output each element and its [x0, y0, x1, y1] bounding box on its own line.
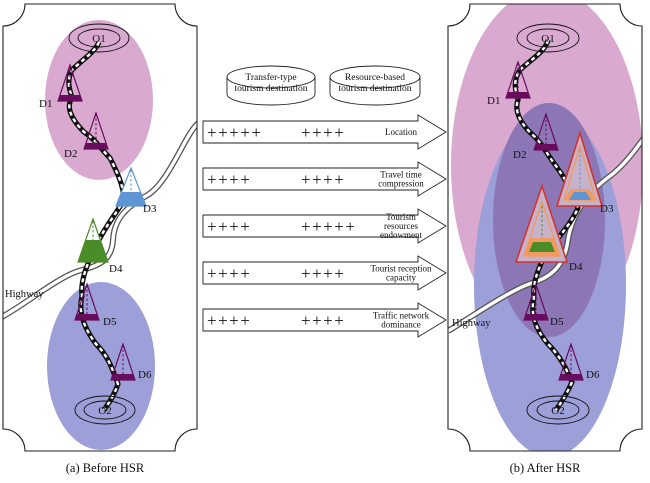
factor-arrow-shape — [202, 161, 447, 197]
factor-label: compression — [378, 179, 424, 189]
destination-d2: D2 — [64, 111, 109, 160]
factor-label: resources — [384, 221, 418, 231]
node-label-d2: D2 — [513, 149, 526, 161]
caption-after-hsr: (b) After HSR — [509, 461, 581, 475]
transfer-type-plus-marks: ++++ — [207, 217, 251, 236]
node-label-d5: D5 — [550, 316, 564, 328]
caption-before-hsr: (a) Before HSR — [65, 461, 145, 475]
factor-arrow: +++++++++Location — [202, 114, 447, 150]
factor-label: capacity — [386, 273, 416, 283]
origin-o2: O2 — [526, 395, 590, 425]
factor-label: dominance — [381, 320, 421, 330]
node-label-d1: D1 — [39, 98, 52, 110]
node-label-d2: D2 — [64, 148, 77, 160]
highway — [3, 119, 197, 321]
factor-label: Location — [385, 127, 417, 137]
origin-o2: O2 — [74, 395, 136, 425]
factor-label: Tourism — [386, 212, 416, 222]
factor-arrow-shape — [202, 255, 447, 291]
header-resource-based-line2: tourism destination — [338, 84, 411, 94]
destination-d4: D4 — [514, 183, 583, 273]
transfer-type-plus-marks: ++++ — [207, 264, 251, 283]
node-label-d6: D6 — [138, 369, 152, 381]
resource-based-plus-marks: ++++ — [301, 264, 345, 283]
panel-after: O1 O2 D1 D2 D3 — [447, 3, 643, 452]
destination-d2: D2 — [513, 112, 559, 161]
highway-label: Highway — [5, 289, 44, 300]
node-label-d5: D5 — [103, 316, 117, 328]
transfer-type-plus-marks: ++++ — [207, 170, 251, 189]
panel-frame — [2, 3, 198, 452]
pink-origin-region — [45, 20, 153, 180]
node-label-d4: D4 — [109, 263, 123, 275]
node-label-o1: O1 — [92, 33, 105, 45]
factor-label: Traffic network — [373, 311, 430, 321]
destination-d6: D6 — [110, 342, 152, 381]
factor-arrows: +++++++++Location++++++++Travel timecomp… — [202, 114, 447, 338]
highway-label: Highway — [452, 318, 491, 329]
header-transfer-type-line1: Transfer-type — [245, 72, 296, 83]
transfer-type-plus-marks: +++++ — [207, 123, 262, 142]
resource-based-plus-marks: ++++ — [301, 123, 345, 142]
factor-label: endowment — [380, 230, 422, 240]
destination-d6: D6 — [558, 342, 600, 381]
node-label-d1: D1 — [487, 95, 500, 107]
node-label-o1: O1 — [541, 33, 554, 45]
destination-d4: D4 — [77, 217, 123, 275]
resource-based-plus-marks: +++++ — [301, 217, 356, 236]
destination-d3: D3 — [555, 130, 614, 215]
factor-arrow-shape — [202, 302, 447, 338]
header-resource-based-line1: Resource-based — [345, 73, 405, 83]
highway — [448, 128, 642, 334]
origin-o1: O1 — [516, 23, 580, 53]
middle-column: Transfer-type tourism destination Resour… — [202, 65, 447, 338]
transfer-type-plus-marks: ++++ — [207, 311, 251, 330]
panel-before: O1 O2 D1 D2 D3 — [2, 3, 198, 452]
destination-d3: D3 — [115, 166, 157, 215]
header-transfer-type: Transfer-type tourism destination — [226, 65, 316, 106]
node-label-d3: D3 — [143, 203, 157, 215]
destination-d1: D1 — [39, 63, 83, 110]
factor-label: Travel time — [380, 170, 421, 180]
factor-label: Tourist reception — [370, 264, 432, 274]
origin-o1: O1 — [68, 23, 130, 53]
header-resource-based: Resource-based tourism destination — [329, 65, 421, 106]
node-label-d3: D3 — [600, 203, 614, 215]
destination-d5: D5 — [74, 282, 117, 328]
destination-d1: D1 — [487, 60, 531, 107]
node-label-o2: O2 — [551, 405, 564, 417]
node-label-d4: D4 — [569, 261, 583, 273]
factor-arrow-shape — [202, 114, 447, 150]
header-transfer-type-line2: tourism destination — [234, 84, 307, 94]
resource-based-plus-marks: ++++ — [301, 311, 345, 330]
destination-d5: D5 — [523, 282, 564, 328]
node-label-o2: O2 — [98, 405, 111, 417]
panel-frame — [447, 3, 643, 452]
node-label-d6: D6 — [586, 369, 600, 381]
factor-arrow-shape — [202, 208, 447, 244]
blue-origin-region — [47, 282, 155, 450]
resource-based-plus-marks: ++++ — [301, 170, 345, 189]
